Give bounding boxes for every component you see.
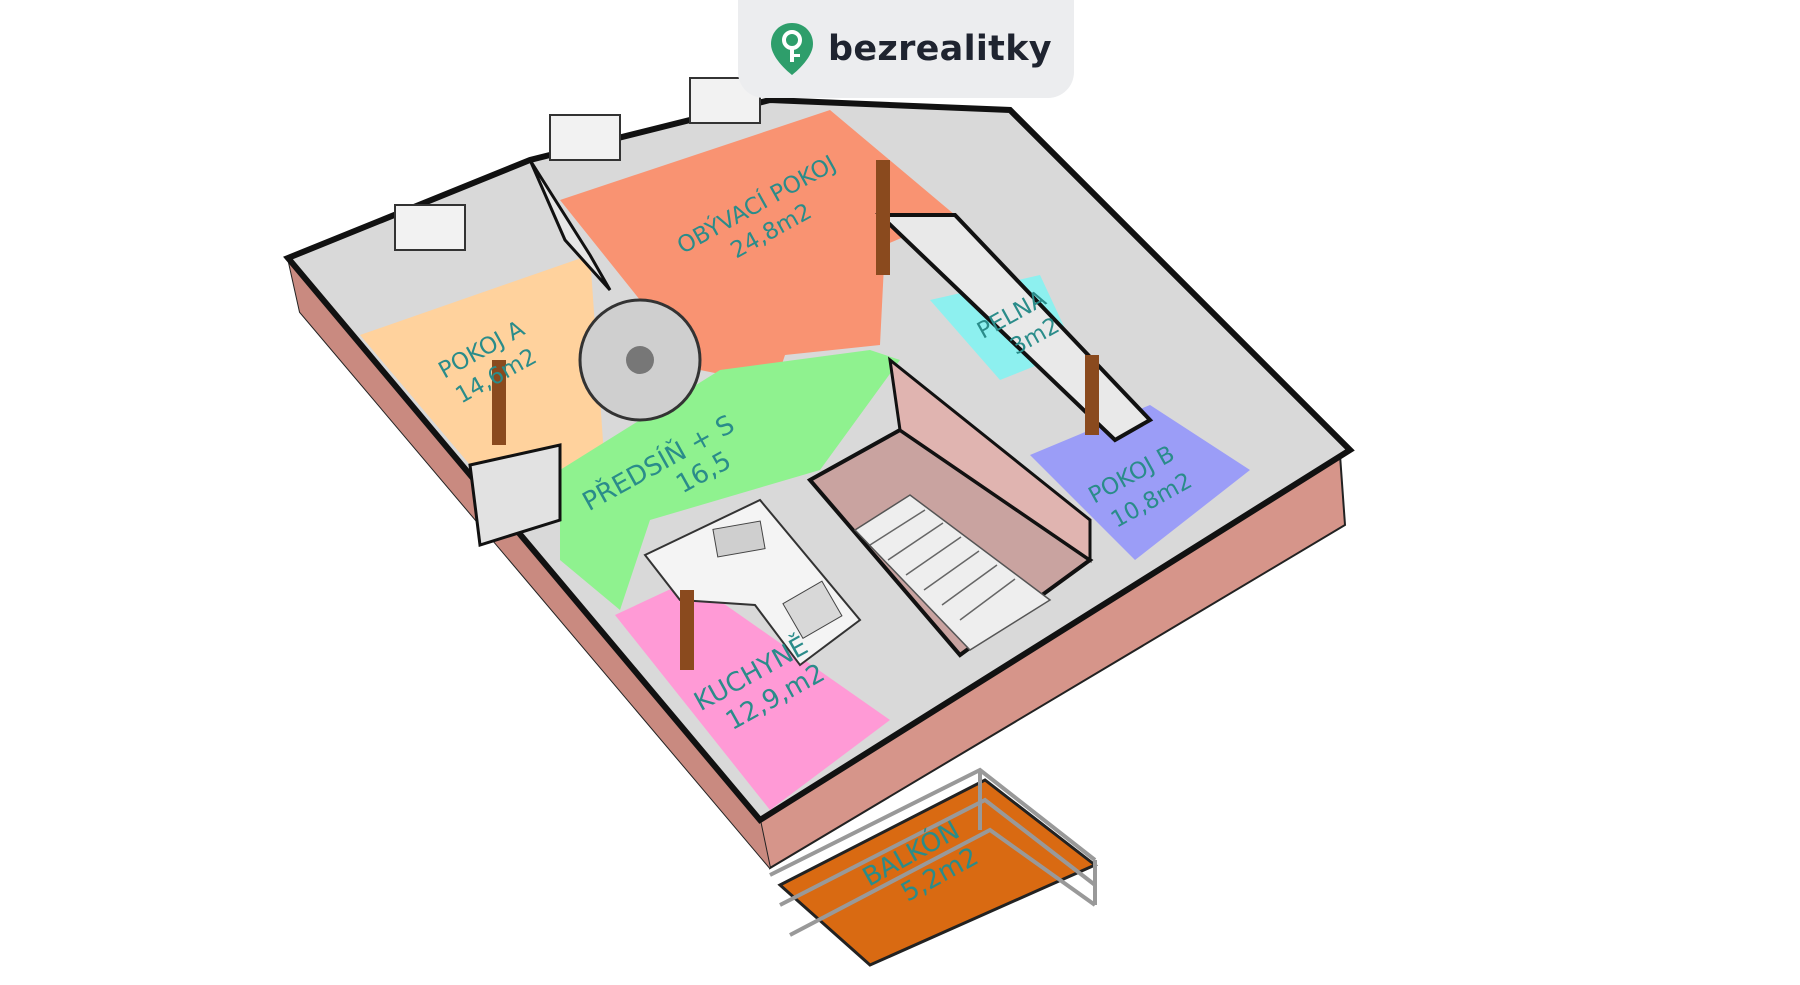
column-4 [680, 590, 694, 670]
room-floor-room-b [1030, 405, 1250, 560]
room-floor-hall [560, 350, 900, 610]
balcony-railing [769, 767, 1097, 937]
kitchen-sink [712, 520, 766, 558]
room-floor-room-a [360, 255, 605, 470]
column-1 [876, 160, 890, 275]
interior-wall-4 [887, 356, 1092, 563]
brand-name: bezrealitky [828, 29, 1052, 69]
exterior-wall-front [288, 258, 770, 868]
windows-top [394, 77, 761, 251]
column-3 [1085, 355, 1099, 435]
interior-wall-1 [528, 159, 612, 292]
staircase-steps [853, 494, 1052, 651]
spiral-stair-core [626, 346, 654, 374]
kitchen-hob [782, 580, 843, 640]
interior-wall-2 [875, 213, 1154, 443]
interior-wall-3 [468, 443, 562, 547]
key-pin-icon [771, 23, 813, 75]
brand-header: bezrealitky [738, 0, 1074, 98]
stair-treads [869, 509, 1016, 621]
column-2 [492, 360, 506, 445]
